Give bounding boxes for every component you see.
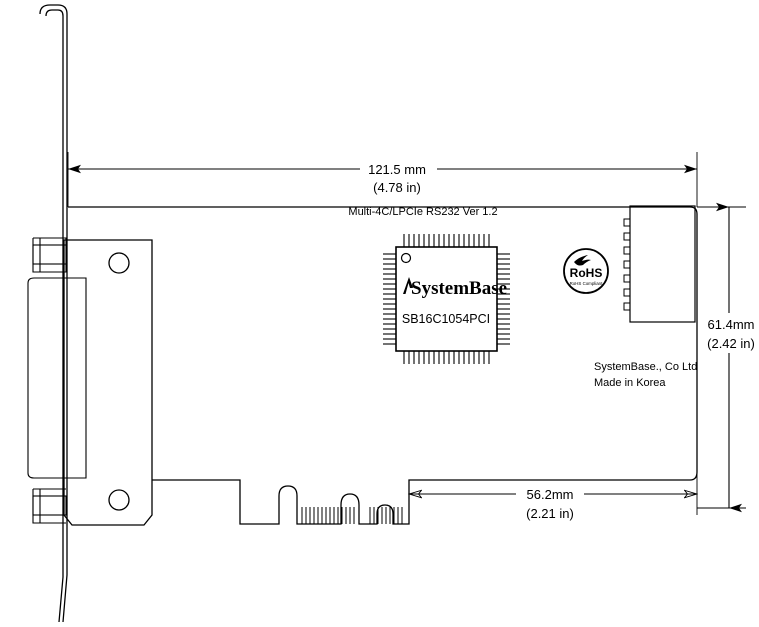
chip-pins-top — [403, 234, 490, 248]
edge-finger-group-long — [301, 507, 355, 524]
bracket-face-plate — [63, 239, 153, 526]
mounting-bracket — [39, 4, 68, 623]
bracket-screw-hole-top — [108, 252, 130, 274]
dimension-height-inch: (2.42 in) — [707, 336, 755, 351]
dimension-lower-width-mm: 56.2mm — [527, 487, 574, 502]
chip-body — [395, 246, 498, 352]
chip-pins-bottom — [403, 350, 490, 364]
dimension-width-mm: 121.5 mm — [368, 162, 426, 177]
pcie-edge-connector — [301, 507, 403, 524]
rohs-circle-icon — [563, 248, 609, 294]
company-line1-text: SystemBase., Co Ltd — [594, 361, 697, 373]
board-label-text: Multi-4C/LPCIe RS232 Ver 1.2 — [348, 206, 497, 218]
pcb-board-outline — [68, 206, 698, 525]
dimension-width: 121.5 mm (4.78 in) — [67, 152, 698, 207]
chip-part-number-text: SB16C1054PCI — [402, 312, 490, 326]
chip-brand-text: SystemBase — [411, 278, 507, 299]
rohs-main-text: RoHS — [570, 266, 603, 280]
qfp-chip: SystemBase SB16C1054PCI — [383, 234, 510, 364]
dimension-lower-width: 56.2mm (2.21 in) — [409, 472, 697, 521]
bracket-screw-hole-bottom — [108, 489, 130, 511]
db25-connector — [27, 237, 87, 524]
chip-pins — [383, 234, 510, 364]
dim-text-mask — [705, 313, 757, 353]
edge-finger-group-short — [369, 507, 403, 524]
dimension-width-inch: (4.78 in) — [373, 180, 421, 195]
rohs-logo: RoHS RoHS Compliant — [563, 248, 609, 294]
company-line2-text: Made in Korea — [594, 377, 666, 389]
pin1-circle-icon — [400, 252, 412, 264]
dimension-lower-width-inch: (2.21 in) — [526, 506, 574, 521]
rohs-bird-icon — [574, 255, 591, 266]
pin-header-connector — [623, 205, 696, 323]
dimension-height: 61.4mm (2.42 in) — [697, 202, 757, 513]
chip-pins-right — [496, 253, 510, 345]
rohs-sub-text: RoHS Compliant — [570, 281, 603, 286]
chip-pins-left — [383, 253, 397, 345]
dimension-height-mm: 61.4mm — [708, 317, 755, 332]
header-pin-notches — [623, 218, 630, 311]
chip-logo-mark — [403, 277, 413, 294]
